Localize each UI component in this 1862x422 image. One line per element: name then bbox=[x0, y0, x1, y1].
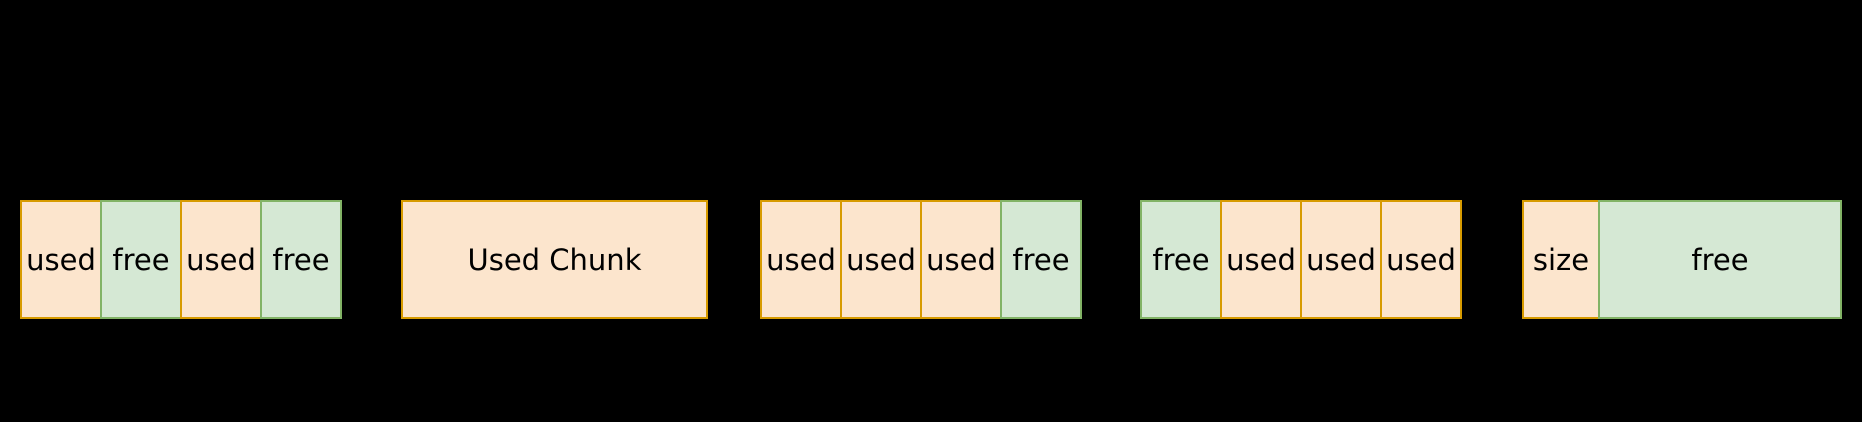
chunk-cell-used: used bbox=[180, 200, 262, 319]
chunk-cell-used: used bbox=[760, 200, 842, 319]
chunk-cell-free: free bbox=[260, 200, 342, 319]
chunk-cell-used: used bbox=[1220, 200, 1302, 319]
chunk-cell-used: used bbox=[20, 200, 102, 319]
chunk-cell-free: free bbox=[1000, 200, 1082, 319]
chunk-cell-used: Used Chunk bbox=[401, 200, 708, 319]
chunk-cell-used: used bbox=[840, 200, 922, 319]
chunk-cell-used: used bbox=[1380, 200, 1462, 319]
memory-block-alternating: used free used free bbox=[20, 200, 342, 319]
memory-block-three-used: used used used free bbox=[760, 200, 1082, 319]
chunk-cell-size: size bbox=[1522, 200, 1600, 319]
chunk-cell-free: free bbox=[100, 200, 182, 319]
memory-block-used-chunk: Used Chunk bbox=[401, 200, 708, 319]
chunk-cell-used: used bbox=[920, 200, 1002, 319]
memory-block-size-free: size free bbox=[1522, 200, 1842, 319]
memory-chunk-row: used free used free Used Chunk used used… bbox=[0, 200, 1862, 319]
chunk-cell-free: free bbox=[1598, 200, 1842, 319]
memory-block-free-first: free used used used bbox=[1140, 200, 1462, 319]
chunk-cell-free: free bbox=[1140, 200, 1222, 319]
chunk-cell-used: used bbox=[1300, 200, 1382, 319]
